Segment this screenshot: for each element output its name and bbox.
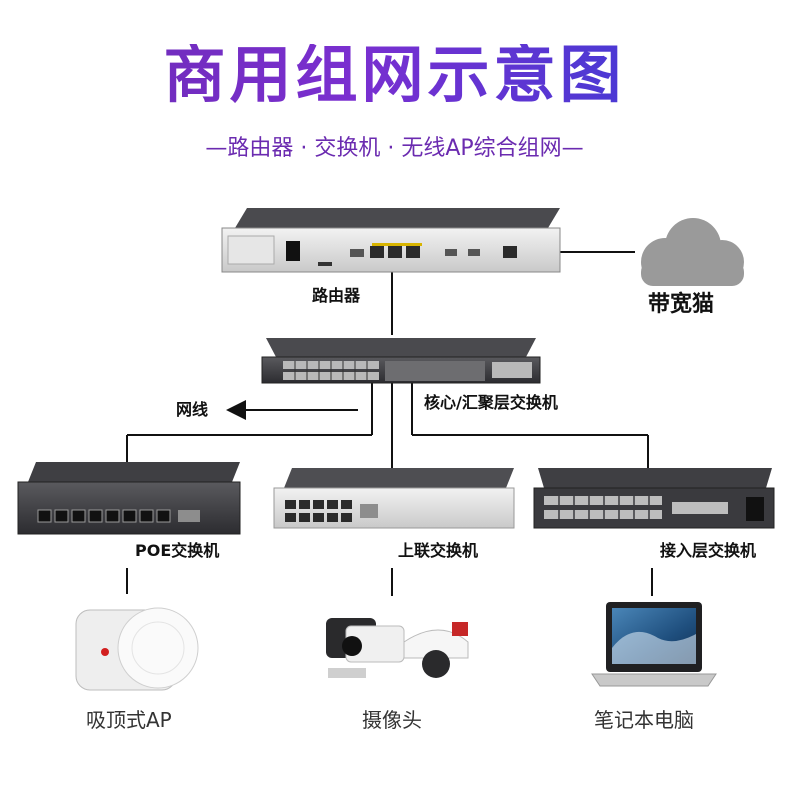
ceiling-ap-device: [75, 607, 199, 691]
uplink-switch-device: [273, 468, 515, 529]
laptop-device: [591, 602, 717, 687]
page-subtitle: —路由器 · 交换机 · 无线AP综合组网—: [205, 136, 584, 161]
page-title: 商用组网示意图: [0, 44, 789, 106]
ap-label: 吸顶式AP: [86, 708, 172, 732]
cloud-icon: [641, 218, 744, 286]
access-switch-device: [533, 468, 775, 529]
router-label: 路由器: [312, 286, 361, 305]
core-switch-device: [261, 338, 541, 384]
router-device: [221, 208, 561, 273]
modem-label: 带宽猫: [648, 292, 715, 317]
camera-label: 摄像头: [362, 708, 422, 732]
camera-device: [326, 618, 469, 678]
poe-switch-device: [17, 462, 241, 535]
connection-lines: [126, 251, 653, 596]
cable-label: 网线: [176, 400, 209, 419]
core-switch-label: 核心/汇聚层交换机: [424, 393, 558, 412]
laptop-label: 笔记本电脑: [594, 708, 694, 732]
uplink-switch-label: 上联交换机: [398, 541, 479, 560]
poe-switch-label: POE交换机: [135, 541, 220, 560]
access-switch-label: 接入层交换机: [660, 541, 757, 560]
